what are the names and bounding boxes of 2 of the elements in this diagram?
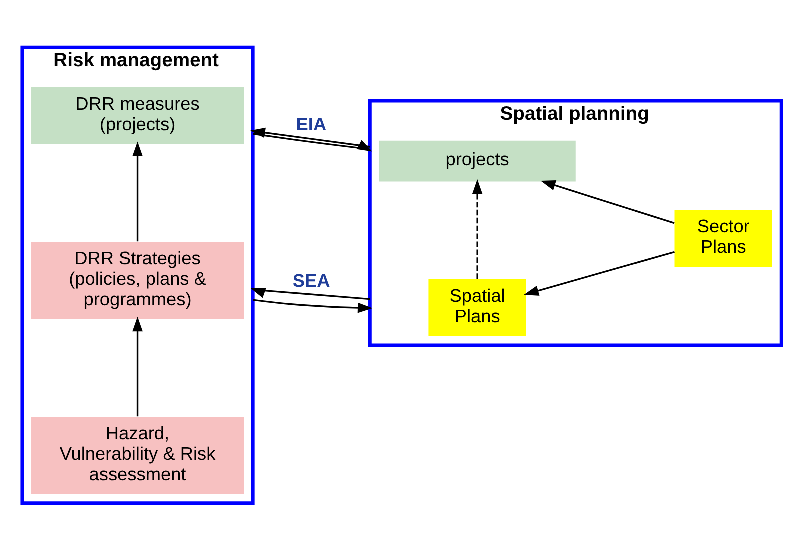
- edge-label: EIA: [296, 114, 327, 134]
- edge-label: SEA: [292, 271, 330, 292]
